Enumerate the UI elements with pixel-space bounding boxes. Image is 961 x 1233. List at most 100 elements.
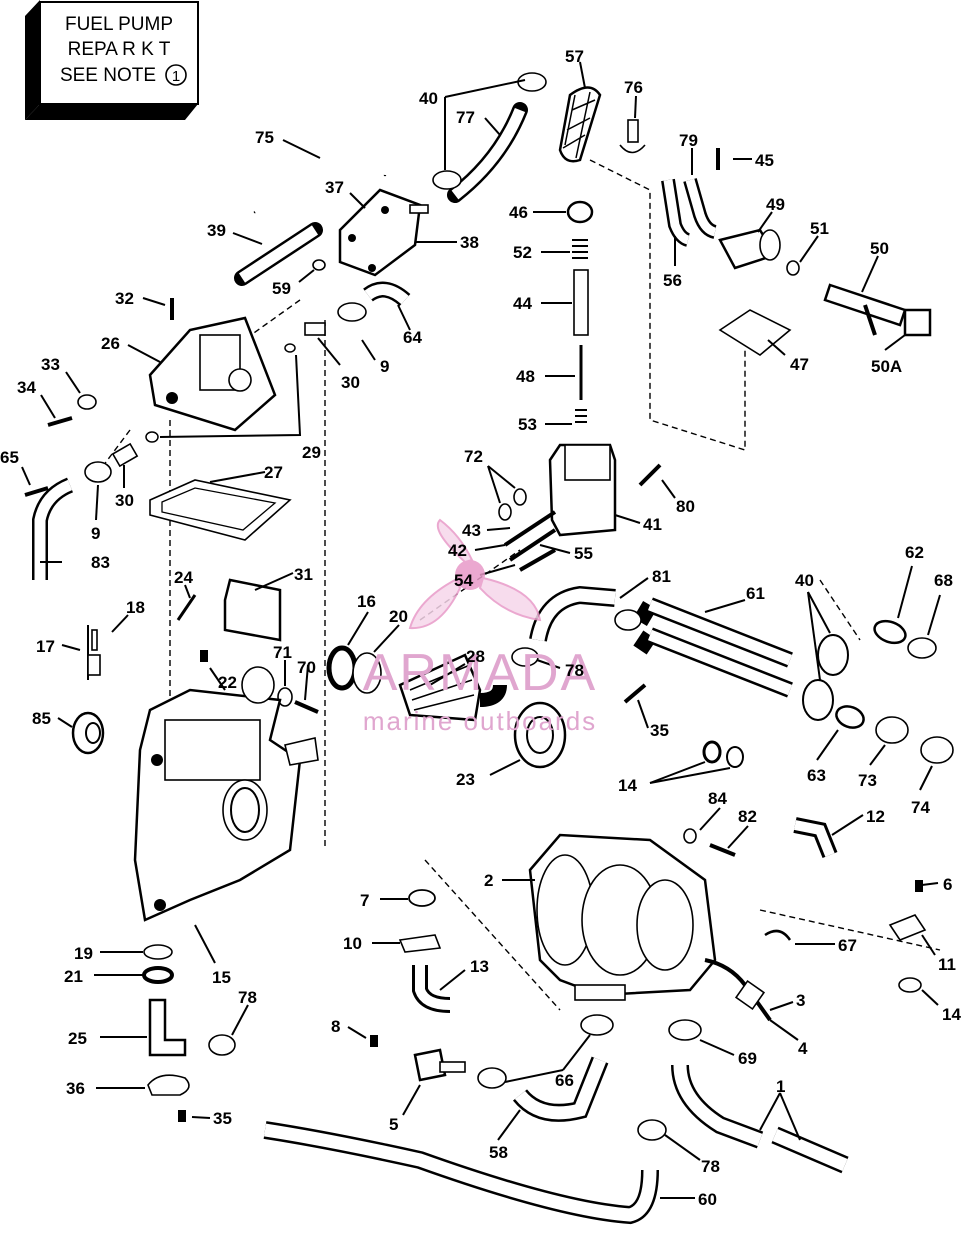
callout: 47	[790, 355, 809, 374]
callout: 15	[212, 968, 231, 987]
callout: 20	[389, 607, 408, 626]
callout: 37	[325, 178, 344, 197]
callout: 9	[380, 357, 389, 376]
callout: 56	[663, 271, 682, 290]
callout: 4	[798, 1039, 808, 1058]
callout: 80	[676, 497, 695, 516]
callout: 14	[618, 776, 637, 795]
callout: 81	[652, 567, 671, 586]
callout: 74	[911, 798, 930, 817]
callout: 84	[708, 789, 727, 808]
callout: 66	[555, 1071, 574, 1090]
callout: 21	[64, 967, 83, 986]
callout: 59	[272, 279, 291, 298]
callout: 75	[255, 128, 274, 147]
callout: 2	[484, 871, 493, 890]
callout: 17	[36, 637, 55, 656]
callout: 44	[513, 294, 532, 313]
parts	[24, 72, 954, 1225]
callout: 13	[470, 957, 489, 976]
callout: 35	[650, 721, 669, 740]
callout: 79	[679, 131, 698, 150]
callout: 30	[341, 373, 360, 392]
callout: 58	[489, 1143, 508, 1162]
callout: 54	[454, 571, 473, 590]
callout: 72	[464, 447, 483, 466]
callout: 52	[513, 243, 532, 262]
callout: 77	[456, 108, 475, 127]
callout: 38	[460, 233, 479, 252]
callout: 78	[565, 661, 584, 680]
callout: 26	[101, 334, 120, 353]
callout: 7	[360, 891, 369, 910]
callout: 45	[755, 151, 774, 170]
callout: 85	[32, 709, 51, 728]
callout: 33	[41, 355, 60, 374]
callout: 19	[74, 944, 93, 963]
callout: 18	[126, 598, 145, 617]
callout: 10	[343, 934, 362, 953]
callout: 8	[331, 1017, 340, 1036]
callout: 39	[207, 221, 226, 240]
callout: 51	[810, 219, 829, 238]
callout: 31	[294, 565, 313, 584]
leader-lines	[21, 61, 941, 1199]
callout: 1	[776, 1077, 785, 1096]
callout: 6	[943, 875, 952, 894]
callout: 78	[238, 988, 257, 1007]
callout: 36	[66, 1079, 85, 1098]
note-line-3: SEE NOTE	[60, 65, 156, 86]
watermark: ARMADA marine outboards	[363, 518, 597, 736]
note-line-1: FUEL PUMP	[65, 14, 173, 35]
callout: 5	[389, 1115, 398, 1134]
callout: 57	[565, 47, 584, 66]
callout: 42	[448, 541, 467, 560]
callout: 43	[462, 521, 481, 540]
callout: 73	[858, 771, 877, 790]
callout: 50A	[871, 357, 902, 376]
callout: 29	[302, 443, 321, 462]
callout: 24	[174, 568, 193, 587]
callout: 78	[701, 1157, 720, 1176]
callout: 23	[456, 770, 475, 789]
callout: 16	[357, 592, 376, 611]
watermark-subtitle: marine outboards	[363, 706, 597, 736]
callout: 71	[273, 643, 292, 662]
callout: 25	[68, 1029, 87, 1048]
callout: 14	[942, 1005, 961, 1024]
callout: 41	[643, 515, 662, 534]
callout: 64	[403, 328, 422, 347]
note-box: FUEL PUMP REPA R K T SEE NOTE 1	[25, 0, 199, 120]
callout: 46	[509, 203, 528, 222]
callout: 3	[796, 991, 805, 1010]
callout: 60	[698, 1190, 717, 1209]
callout: 40	[795, 571, 814, 590]
callout: 76	[624, 78, 643, 97]
callout: 9	[91, 524, 100, 543]
callout: 55	[574, 544, 593, 563]
watermark-brand: ARMADA	[363, 644, 597, 702]
note-number: 1	[172, 68, 180, 85]
note-line-2: REPA R K T	[68, 39, 171, 60]
callout: 53	[518, 415, 537, 434]
callout: 69	[738, 1049, 757, 1068]
callout-labels: 57 76 40 77 75 79 45 37 46 49 39 38 52 5…	[0, 47, 961, 1209]
callout: 61	[746, 584, 765, 603]
callout: 11	[938, 955, 956, 974]
callout: 32	[115, 289, 134, 308]
callout: 49	[766, 195, 785, 214]
callout: 67	[838, 936, 857, 955]
callout: 35	[213, 1109, 232, 1128]
callout: 65	[0, 448, 19, 467]
callout: 48	[516, 367, 535, 386]
callout: 82	[738, 807, 757, 826]
callout: 63	[807, 766, 826, 785]
callout: 40	[419, 89, 438, 108]
callout: 34	[17, 378, 36, 397]
callout: 28	[466, 647, 485, 666]
callout: 27	[264, 463, 283, 482]
callout: 30	[115, 491, 134, 510]
callout: 62	[905, 543, 924, 562]
callout: 83	[91, 553, 110, 572]
